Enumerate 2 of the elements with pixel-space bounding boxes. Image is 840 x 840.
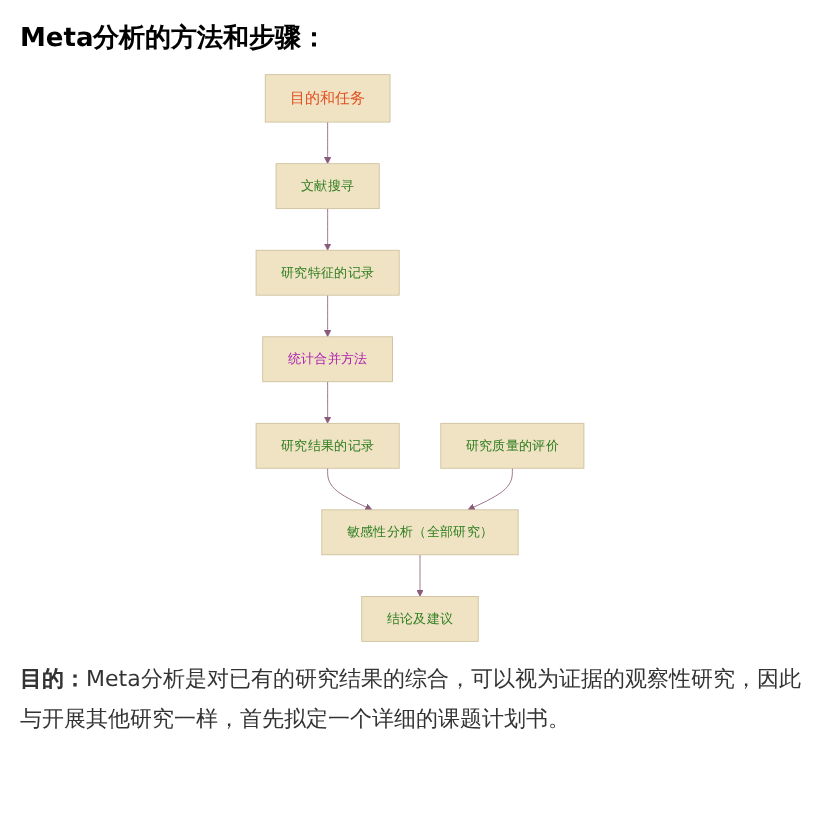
- description-paragraph: 目的：Meta分析是对已有的研究结果的综合，可以视为证据的观察性研究，因此与开展其他研究一样，首先拟定一个详细的课题计划书。: [20, 664, 803, 736]
- diagram-title: Meta分析的方法和步骤：: [20, 21, 330, 56]
